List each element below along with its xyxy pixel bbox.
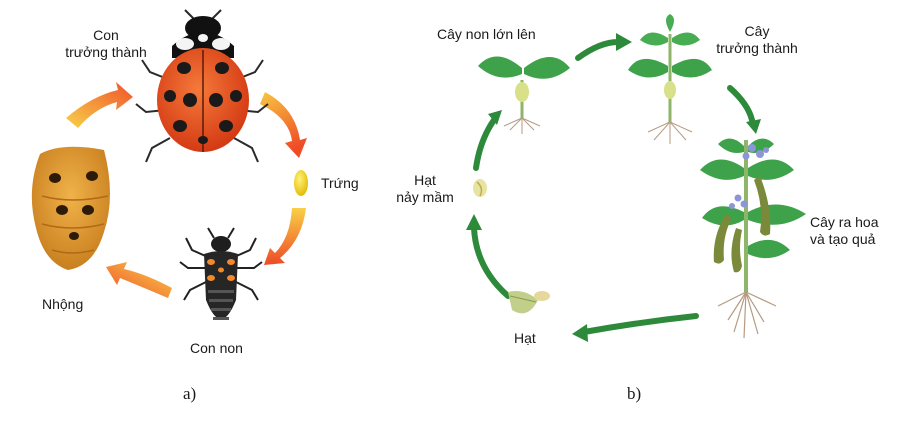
arrow-pupa-to-adult bbox=[66, 82, 133, 128]
label-germinating-line1: Hạt bbox=[414, 172, 436, 188]
label-egg: Trứng bbox=[321, 175, 359, 191]
label-adult-line2: trưởng thành bbox=[65, 44, 147, 60]
plant-life-cycle bbox=[466, 14, 806, 342]
arrow-seed-to-germinating bbox=[471, 225, 511, 299]
arrow-seedling-to-mature bbox=[575, 39, 621, 61]
label-mature-line2: trưởng thành bbox=[716, 40, 798, 56]
label-seed: Hạt bbox=[514, 330, 536, 346]
flowering-plant-image bbox=[700, 138, 806, 339]
label-flowering: Cây ra hoa và tạo quả bbox=[810, 214, 878, 248]
ladybug-pupa-image bbox=[31, 146, 110, 270]
ladybug-life-cycle bbox=[31, 9, 308, 320]
arrow-larva-to-pupa bbox=[106, 262, 172, 298]
label-flowering-line2: và tạo quả bbox=[810, 231, 876, 247]
germinating-seed-image bbox=[473, 179, 487, 197]
seed-image bbox=[508, 291, 550, 314]
label-germinating: Hạt nảy mầm bbox=[390, 172, 460, 206]
label-adult: Con trưởng thành bbox=[54, 27, 158, 61]
arrow-germinating-to-seedling bbox=[473, 117, 497, 171]
seedling-image bbox=[478, 56, 570, 134]
ladybug-adult-image bbox=[135, 9, 269, 163]
caption-a: a) bbox=[183, 384, 197, 403]
label-mature-plant: Cây trưởng thành bbox=[702, 23, 812, 57]
label-pupa: Nhộng bbox=[42, 296, 84, 312]
mature-plant-image bbox=[628, 14, 712, 144]
label-larva: Con non bbox=[190, 340, 243, 356]
label-flowering-line1: Cây ra hoa bbox=[810, 214, 879, 230]
arrow-egg-to-larva bbox=[264, 208, 306, 265]
label-germinating-line2: nảy mầm bbox=[396, 189, 454, 205]
label-mature-line1: Cây bbox=[744, 23, 770, 39]
label-adult-line1: Con bbox=[93, 27, 119, 43]
arrow-mature-to-flowering bbox=[727, 85, 755, 123]
ladybug-larva-image bbox=[179, 227, 263, 320]
arrow-flowering-to-seed bbox=[581, 313, 699, 335]
caption-b: b) bbox=[627, 384, 642, 403]
arrow-adult-to-egg bbox=[260, 92, 307, 158]
ladybug-egg-image bbox=[294, 170, 308, 196]
label-seedling-grown: Cây non lớn lên bbox=[437, 26, 536, 42]
